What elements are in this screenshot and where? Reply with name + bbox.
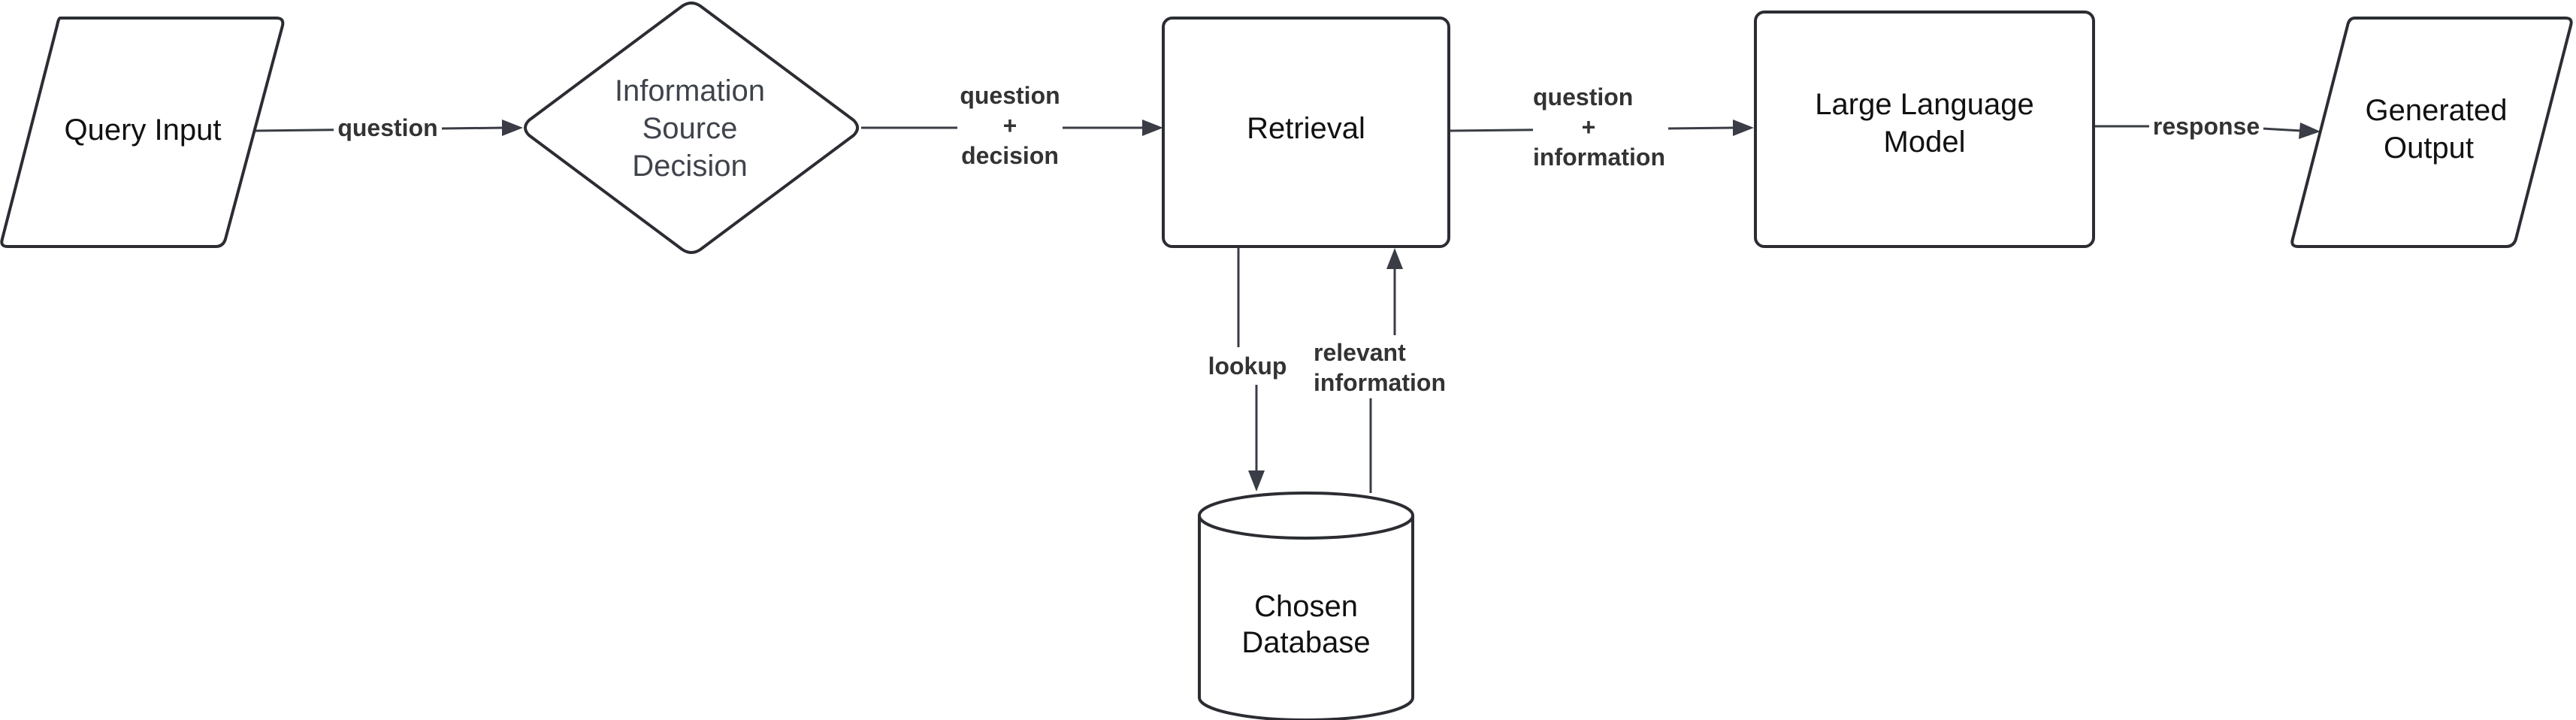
edge-label-line: question (960, 82, 1060, 109)
node-large-language-model: Large Language Model (1754, 11, 2095, 248)
node-label-line: Query Input (64, 113, 221, 147)
edge-label-line: + (1003, 112, 1017, 139)
edge-label-line: response (2153, 113, 2260, 140)
edge-label-line: relevant (1314, 339, 1406, 366)
node-chosen-database: Chosen Database (1198, 492, 1414, 720)
edge-label-line: lookup (1208, 352, 1287, 380)
node-label-line: Database (1241, 626, 1370, 659)
edge-label-response: response (2149, 110, 2263, 143)
node-label-line: Generated (2365, 94, 2507, 127)
node-information-source-decision: Information Source Decision (524, 2, 859, 254)
edge-label-line: question (337, 114, 437, 141)
edge-label-line: information (1533, 144, 1665, 171)
node-label-line: Model (1884, 126, 1966, 159)
edge-label-question-plus-information: question + information (1533, 77, 1668, 174)
node-label-line: Information (615, 74, 765, 107)
edge-label-line: question (1533, 83, 1633, 110)
edge-label-question-plus-decision: question + decision (957, 77, 1063, 174)
edge-label-line: decision (961, 142, 1059, 169)
node-label-line: Output (2384, 132, 2474, 165)
node-generated-output: Generated Output (2290, 17, 2573, 248)
node-label-line: Chosen (1254, 590, 1358, 623)
node-label-line: Decision (632, 150, 747, 183)
node-query-input: Query Input (0, 17, 285, 248)
node-retrieval: Retrieval (1162, 17, 1450, 248)
edge-label-lookup: lookup (1202, 347, 1294, 385)
node-label-line: Retrieval (1247, 112, 1365, 145)
edge-label-line: information (1314, 369, 1446, 396)
edge-label-question: question (334, 111, 442, 144)
node-label-line: Source (642, 112, 738, 145)
node-label-line: Large Language (1815, 88, 2033, 121)
edge-label-line: + (1582, 113, 1596, 141)
edge-label-relevant-information: relevant information (1312, 335, 1452, 398)
